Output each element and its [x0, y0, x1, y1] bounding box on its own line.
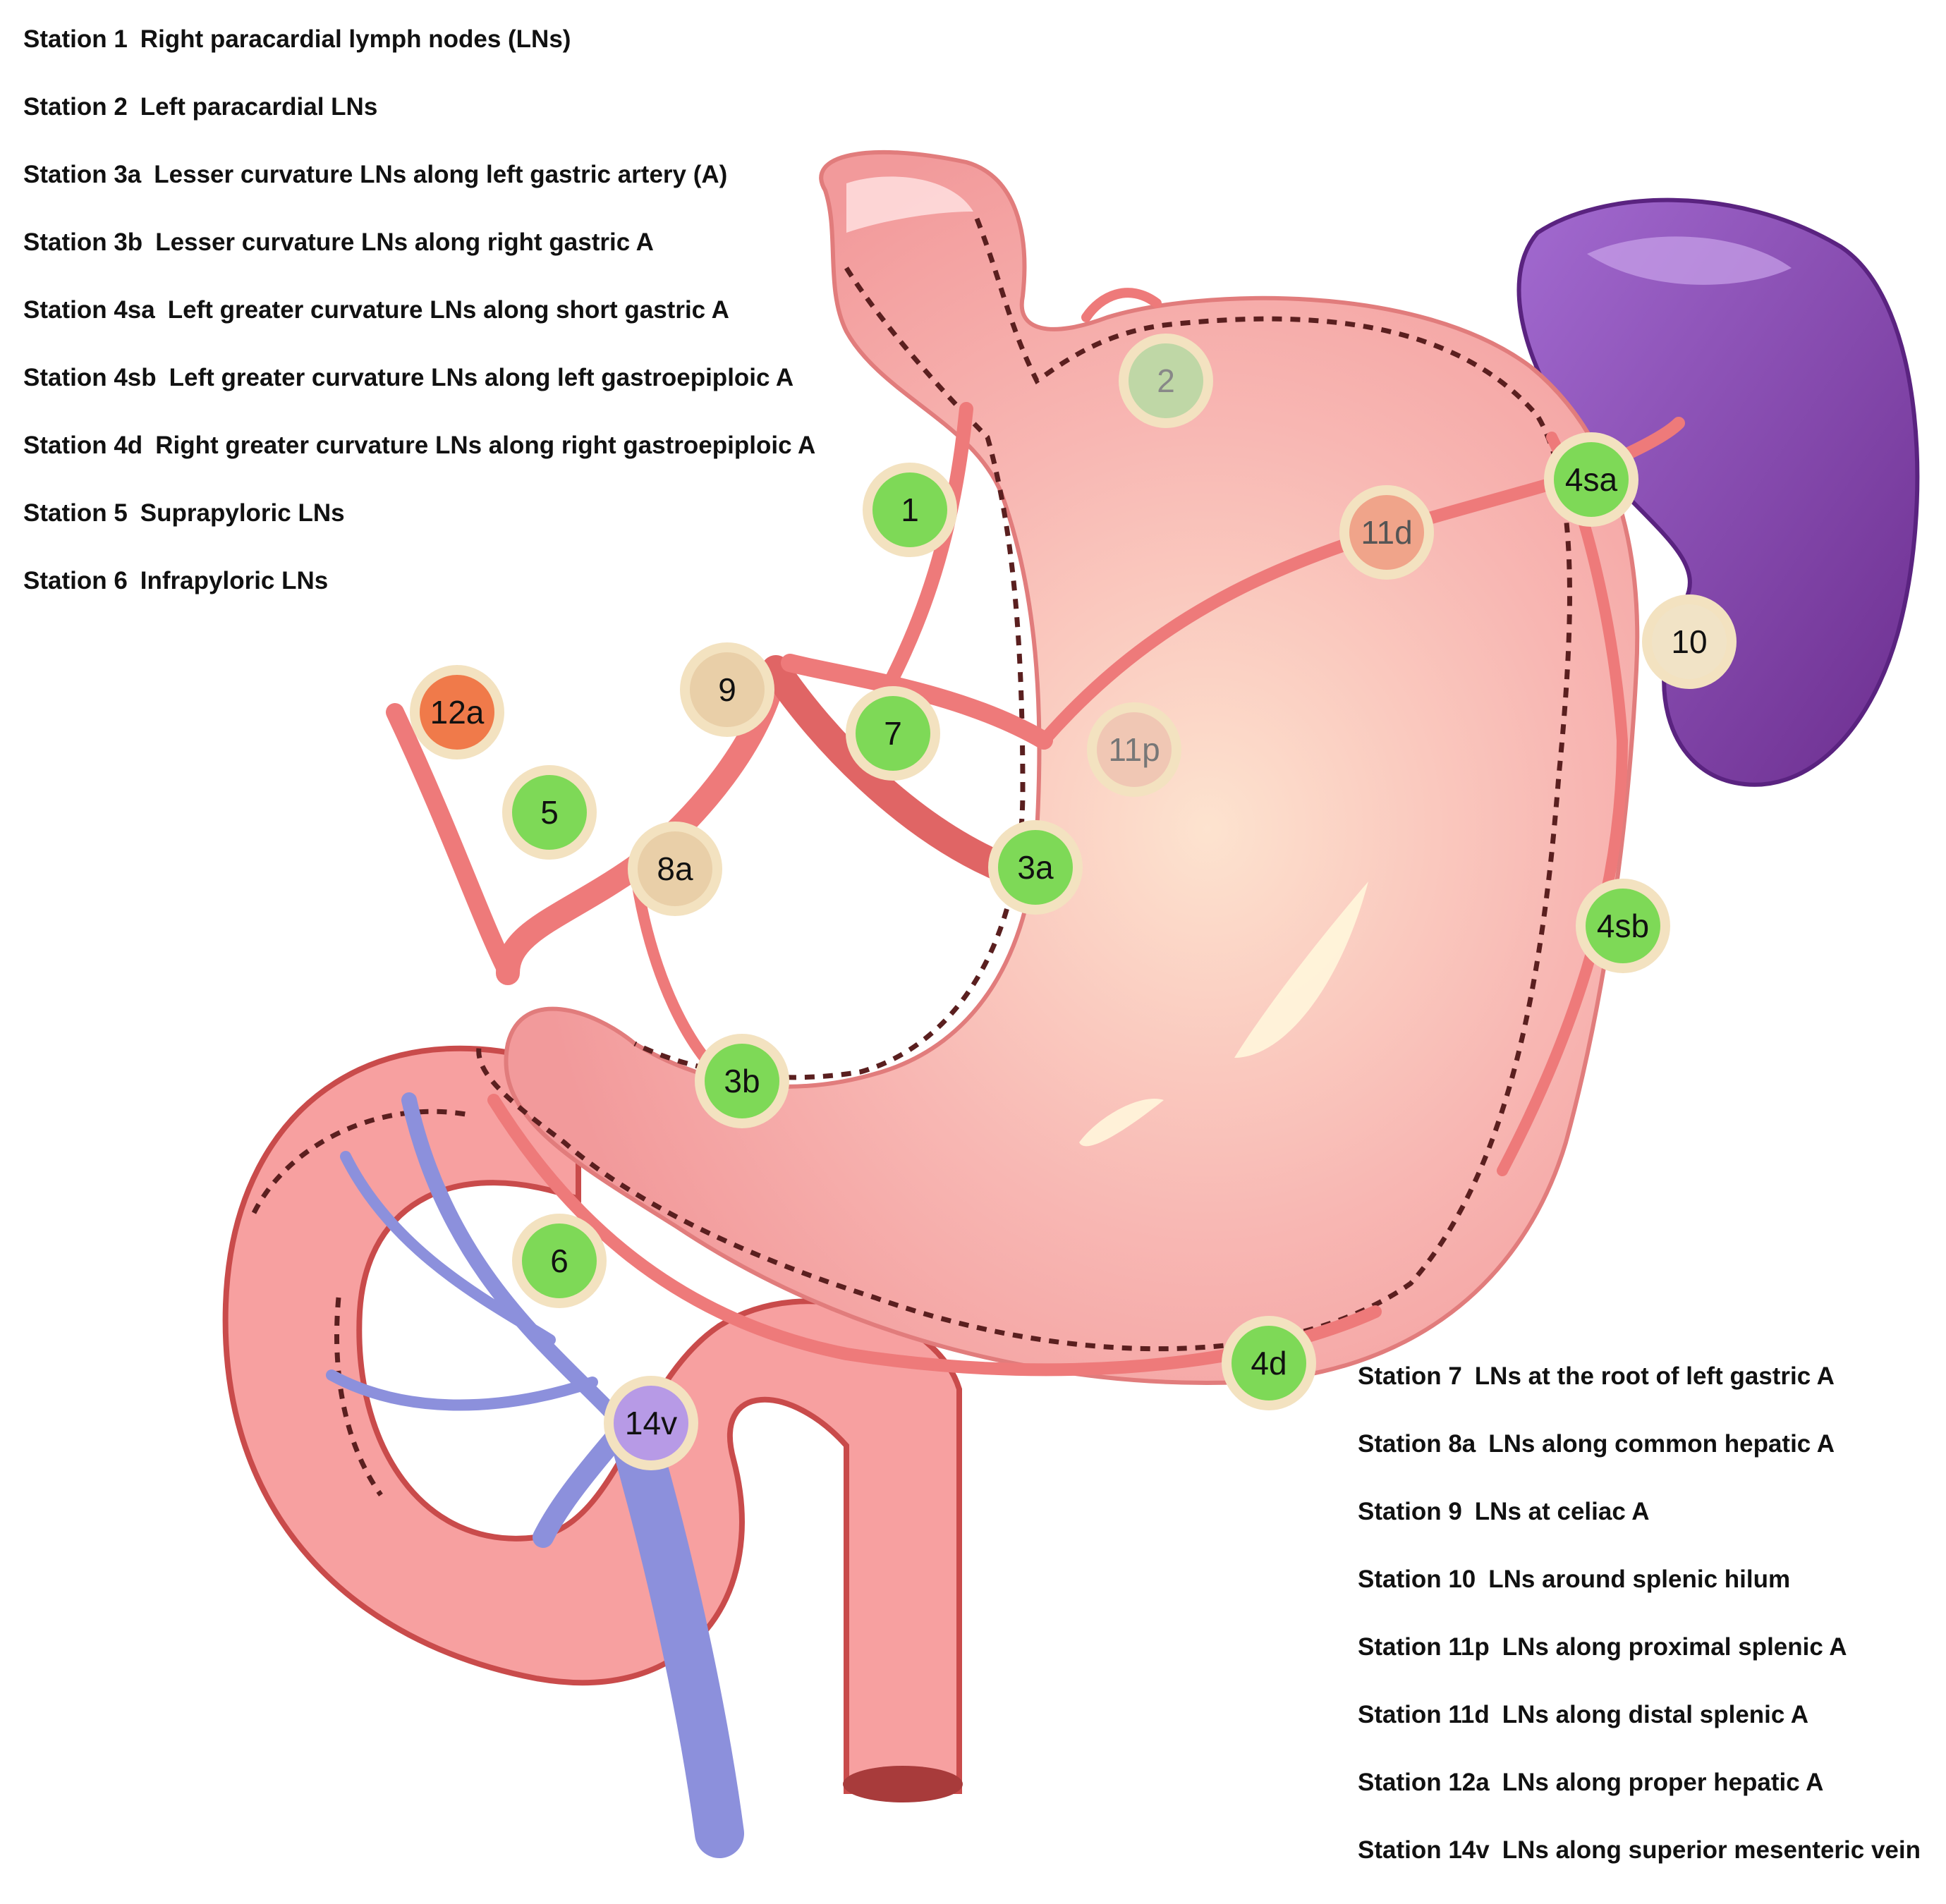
- lymph-node-label: 3b: [724, 1063, 760, 1099]
- legend-item: Station 9 LNs at celiac A: [1358, 1498, 1921, 1566]
- lymph-node: 12a: [410, 665, 504, 759]
- legend-description: Left greater curvature LNs along left ga…: [169, 364, 794, 391]
- lymph-node-label: 5: [540, 794, 559, 831]
- legend-item: Station 10 LNs around splenic hilum: [1358, 1566, 1921, 1633]
- legend-station: Station 14v: [1358, 1836, 1490, 1864]
- lymph-nodes: 1 2 3a 3b 4sa 4sb 4d 5 6 7 8a 9 10 11p 1…: [410, 334, 1737, 1470]
- legend-item: Station 11d LNs along distal splenic A: [1358, 1701, 1921, 1769]
- legend-description: LNs along common hepatic A: [1488, 1430, 1835, 1458]
- legend-station: Station 12a: [1358, 1769, 1490, 1796]
- legend-station: Station 3b: [23, 228, 143, 256]
- legend-item: Station 7 LNs at the root of left gastric…: [1358, 1362, 1921, 1430]
- legend-station: Station 6: [23, 567, 128, 594]
- lymph-node-label: 4d: [1251, 1345, 1287, 1381]
- legend-description: LNs around splenic hilum: [1488, 1566, 1791, 1593]
- legend-item: Station 1 Right paracardial lymph nodes (…: [23, 25, 815, 93]
- legend-item: Station 4sb Left greater curvature LNs al…: [23, 364, 815, 432]
- legend-description: LNs along superior mesenteric vein: [1502, 1836, 1921, 1864]
- legend-item: Station 2 Left paracardial LNs: [23, 93, 815, 161]
- legend-item: Station 12a LNs along proper hepatic A: [1358, 1769, 1921, 1836]
- legend-item: Station 4sa Left greater curvature LNs al…: [23, 296, 815, 364]
- lymph-node: 14v: [604, 1376, 698, 1470]
- legend-description: Right paracardial lymph nodes (LNs): [140, 25, 571, 53]
- lymph-node-label: 7: [884, 715, 902, 752]
- lymph-node-label: 9: [718, 671, 736, 708]
- lymph-node: 8a: [628, 822, 722, 916]
- legend-item: Station 5 Suprapyloric LNs: [23, 499, 815, 567]
- legend-station: Station 4sa: [23, 296, 155, 324]
- legend-station: Station 9: [1358, 1498, 1462, 1525]
- legend-item: Station 11p LNs along proximal splenic A: [1358, 1633, 1921, 1701]
- lymph-node: 6: [512, 1214, 607, 1308]
- lymph-node: 1: [863, 463, 957, 557]
- lymph-node: 2: [1119, 334, 1213, 428]
- lymph-node: 11d: [1339, 485, 1434, 580]
- legend-item: Station 4d Right greater curvature LNs al…: [23, 432, 815, 499]
- legend-item: Station 8a LNs along common hepatic A: [1358, 1430, 1921, 1498]
- legend-description: Lesser curvature LNs along right gastric…: [155, 228, 654, 256]
- legend-description: LNs along distal splenic A: [1502, 1701, 1809, 1728]
- legend-station: Station 5: [23, 499, 128, 527]
- legend-description: Suprapyloric LNs: [140, 499, 345, 527]
- legend-station: Station 2: [23, 93, 128, 121]
- legend-station: Station 8a: [1358, 1430, 1476, 1458]
- lymph-node-label: 4sa: [1565, 461, 1618, 498]
- legend-station: Station 4d: [23, 432, 143, 459]
- lymph-node-label: 1: [901, 492, 919, 528]
- legend-description: Infrapyloric LNs: [140, 567, 329, 594]
- legend-description: LNs at celiac A: [1474, 1498, 1650, 1525]
- legend-station: Station 7: [1358, 1362, 1462, 1390]
- legend-item: Station 3b Lesser curvature LNs along rig…: [23, 228, 815, 296]
- legend-station: Station 3a: [23, 161, 142, 188]
- lymph-node-label: 14v: [625, 1405, 677, 1441]
- legend-description: Left greater curvature LNs along short g…: [167, 296, 729, 324]
- lymph-node-label: 12a: [430, 694, 485, 731]
- resection-dashed-line: [251, 217, 1572, 1497]
- lymph-node: 4d: [1222, 1316, 1316, 1410]
- lymph-node-label: 10: [1671, 623, 1707, 660]
- legend-description: Left paracardial LNs: [140, 93, 378, 121]
- legend-item: Station 14v LNs along superior mesenteric…: [1358, 1836, 1921, 1904]
- legend-station: Station 1: [23, 25, 128, 53]
- legend-description: LNs at the root of left gastric A: [1474, 1362, 1835, 1390]
- legend-station: Station 10: [1358, 1566, 1476, 1593]
- lymph-node: 11p: [1087, 702, 1181, 797]
- lymph-node-label: 3a: [1017, 849, 1054, 886]
- lymph-node: 9: [680, 642, 774, 737]
- legend-station: Station 11d: [1358, 1701, 1490, 1728]
- lymph-node-label: 8a: [657, 850, 693, 887]
- lymph-node-label: 2: [1157, 362, 1175, 399]
- legend-station: Station 4sb: [23, 364, 157, 391]
- legend-description: Right greater curvature LNs along right …: [155, 432, 816, 459]
- legend-item: Station 6 Infrapyloric LNs: [23, 567, 815, 635]
- lymph-node: 4sb: [1576, 879, 1670, 973]
- legend-item: Station 3a Lesser curvature LNs along lef…: [23, 161, 815, 228]
- lymph-node: 7: [846, 686, 940, 781]
- lymph-node: 5: [502, 765, 597, 860]
- legend-description: LNs along proximal splenic A: [1502, 1633, 1847, 1661]
- lymph-node: 3a: [988, 820, 1083, 915]
- lymph-node: 4sa: [1544, 432, 1638, 527]
- lymph-node-label: 11p: [1108, 731, 1160, 768]
- legend-left: Station 1 Right paracardial lymph nodes (…: [23, 25, 815, 635]
- lymph-node: 3b: [695, 1034, 789, 1128]
- legend-right: Station 7 LNs at the root of left gastric…: [1358, 1362, 1921, 1904]
- lymph-node-label: 6: [550, 1243, 568, 1279]
- lymph-node: 10: [1642, 594, 1737, 689]
- lymph-node-label: 11d: [1361, 514, 1412, 551]
- legend-station: Station 11p: [1358, 1633, 1490, 1661]
- lymph-node-label: 4sb: [1597, 908, 1649, 944]
- duodenum: [222, 1045, 963, 1802]
- legend-description: Lesser curvature LNs along left gastric …: [154, 161, 728, 188]
- legend-description: LNs along proper hepatic A: [1502, 1769, 1824, 1796]
